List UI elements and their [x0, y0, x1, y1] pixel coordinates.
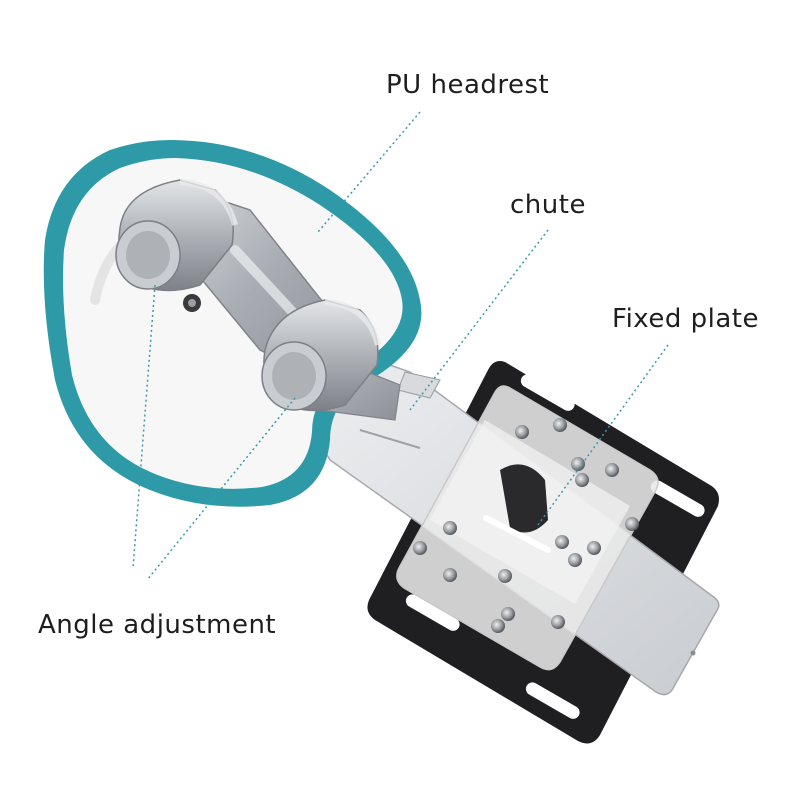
- angle-adjustment-label: Angle adjustment: [38, 610, 277, 640]
- leader-line-angle-upper: [132, 284, 156, 569]
- bolts: [413, 418, 639, 633]
- chute-label: chute: [510, 190, 586, 220]
- leader-line-fixed-plate: [537, 344, 669, 526]
- upper-joint: [115, 179, 238, 292]
- leader-lines: [132, 111, 669, 581]
- lower-joint: [261, 299, 381, 412]
- fixed-plate-label: Fixed plate: [612, 304, 759, 334]
- leader-line-angle-lower: [146, 397, 296, 581]
- pu-headrest-label: PU headrest: [386, 70, 550, 100]
- leader-line-headrest: [317, 111, 421, 233]
